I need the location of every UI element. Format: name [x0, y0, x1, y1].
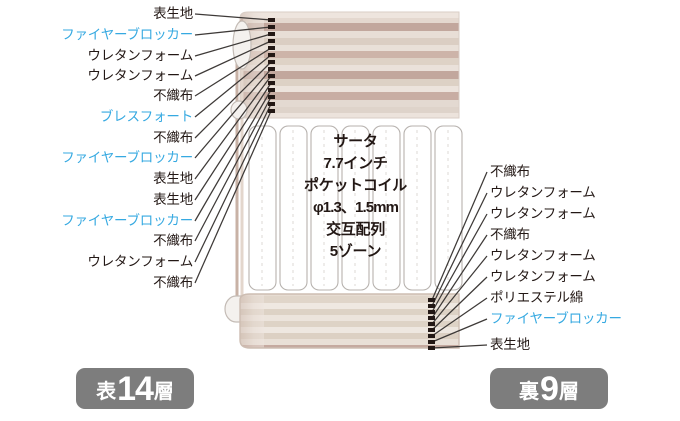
coil-spec-line-3: ポケットコイル [304, 177, 407, 194]
pocket-coil-core [244, 122, 463, 294]
front-badge-suffix: 層 [153, 380, 174, 403]
back-badge-count: 9 [540, 369, 559, 408]
left-label-4: ウレタンフォーム [87, 68, 193, 83]
coil-spec-line-1: サータ [333, 133, 378, 150]
leader-dots-right [428, 298, 435, 350]
coil-spec-line-5: 交互配列 [326, 221, 385, 238]
back-layer-count-badge: 裏 9 層 [490, 368, 608, 409]
front-layer-count-badge: 表 14 層 [76, 368, 194, 409]
right-label-6: ウレタンフォーム [490, 269, 596, 284]
front-badge-prefix: 表 [96, 380, 117, 403]
left-label-8: ファイヤーブロッカー [61, 150, 193, 165]
back-badge-prefix: 裏 [519, 380, 540, 403]
top-stack-outline [239, 11, 460, 119]
coil-spec-text: サータ 7.7インチ ポケットコイル φ1.3、1.5mm 交互配列 5ゾーン [293, 131, 418, 263]
right-label-3: ウレタンフォーム [490, 206, 596, 221]
coil-spec-line-2: 7.7インチ [323, 155, 388, 172]
right-label-2: ウレタンフォーム [490, 185, 596, 200]
left-label-5: 不織布 [153, 88, 193, 103]
coil-spec-line-4: φ1.3、1.5mm [312, 199, 399, 216]
right-label-1: 不織布 [490, 164, 530, 179]
left-label-2: ファイヤーブロッカー [61, 27, 193, 42]
left-label-12: 不織布 [153, 233, 193, 248]
leader-lines-left [194, 13, 272, 284]
leader-dots-left [268, 18, 275, 113]
left-label-3: ウレタンフォーム [87, 48, 193, 63]
left-label-7: 不織布 [153, 130, 193, 145]
right-label-7: ポリエステル綿 [490, 290, 584, 305]
front-badge-count: 14 [117, 369, 154, 408]
side-tab-mid [230, 100, 248, 120]
left-label-9: 表生地 [153, 171, 193, 186]
right-label-5: ウレタンフォーム [490, 248, 596, 263]
bottom-layer-stack [240, 294, 459, 348]
left-label-11: ファイヤーブロッカー [61, 213, 193, 228]
right-label-8: ファイヤーブロッカー [490, 311, 622, 326]
side-tab-lower [224, 295, 245, 323]
left-label-13: ウレタンフォーム [87, 254, 193, 269]
right-label-9: 表生地 [490, 337, 530, 352]
left-label-6: ブレスフォート [99, 109, 193, 124]
left-label-1: 表生地 [153, 6, 193, 21]
left-label-10: 表生地 [153, 192, 193, 207]
coil-spec-line-6: 5ゾーン [329, 243, 382, 260]
leader-lines-right [431, 171, 488, 349]
left-label-14: 不織布 [153, 275, 193, 290]
right-label-4: 不織布 [490, 227, 530, 242]
back-badge-suffix: 層 [558, 380, 579, 403]
bottom-stack-outline [239, 293, 460, 349]
